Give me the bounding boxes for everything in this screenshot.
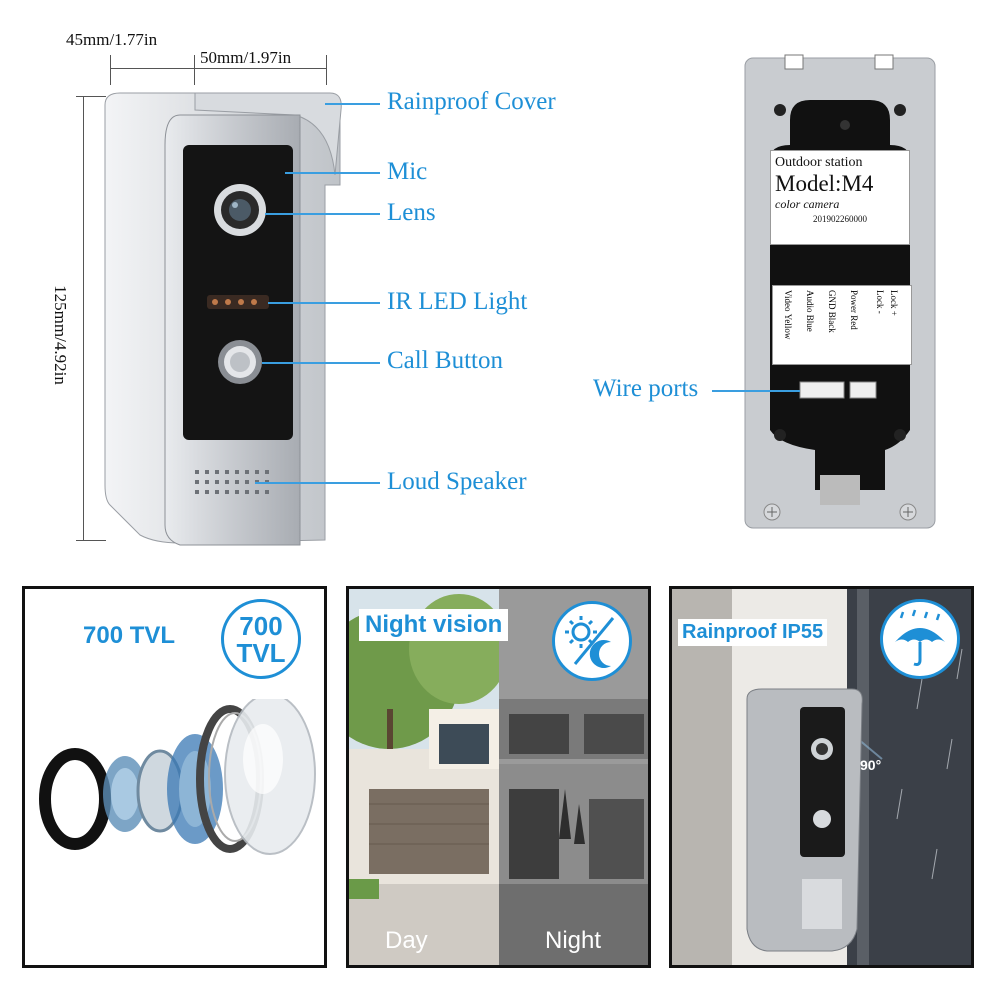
umbrella-rain-icon	[880, 599, 960, 679]
wire-label-gnd: GND	[827, 290, 837, 310]
callout-rainproof-cover: Rainproof Cover	[387, 88, 556, 115]
label-color-camera: color camera	[775, 197, 840, 211]
tvl-badge-number: 700	[239, 611, 283, 641]
callout-wire-ports: Wire ports	[593, 375, 699, 402]
width-dimension: 50mm/1.97in	[200, 48, 292, 67]
panel-resolution: 700 TVL 700 TVL	[22, 586, 327, 968]
day-label: Day	[385, 927, 428, 954]
resolution-title: 700 TVL	[83, 622, 176, 650]
callout-mic: Mic	[387, 158, 428, 185]
dim-line-left	[83, 96, 84, 541]
rain-scene-image	[672, 589, 971, 965]
model-label-plate: Outdoor station Model:M4 color camera 20…	[770, 150, 910, 245]
wire-label-power: Power	[849, 290, 859, 313]
panel-night-vision: Night vision Day Night	[346, 586, 651, 968]
exploded-lens-icon	[39, 699, 316, 855]
wire-label-red: Red	[849, 315, 859, 330]
depth-dimension: 45mm/1.77in	[66, 30, 158, 49]
wire-label-lock-minus: Lock -	[875, 290, 885, 314]
callout-call-button: Call Button	[387, 347, 503, 374]
wire-label-video: Video	[783, 290, 793, 312]
tvl-badge-unit: TVL	[236, 638, 286, 668]
night-vision-title: Night vision	[359, 609, 509, 641]
callout-ir-led: IR LED Light	[387, 288, 528, 315]
wire-label-black: Black	[827, 311, 837, 333]
night-label: Night	[545, 927, 602, 954]
wire-label-yellow: Yellow	[783, 313, 793, 340]
wire-label-lock-plus: Lock +	[889, 290, 899, 316]
height-dimension: 125mm/4.92in	[51, 285, 70, 385]
label-outdoor-station: Outdoor station	[775, 155, 863, 170]
day-scene-image	[349, 589, 499, 965]
wire-label-blue: Blue	[805, 314, 815, 332]
front-view: 45mm/1.77in 50mm/1.97in 125mm/4.92in	[0, 0, 600, 560]
panel-rainproof: Rainproof IP55 90°	[669, 586, 974, 968]
back-view: Outdoor station Model:M4 color camera 20…	[590, 50, 990, 550]
callout-lens: Lens	[387, 199, 436, 226]
day-night-icon	[552, 601, 632, 681]
rainproof-title: Rainproof IP55	[678, 619, 828, 646]
doorbell-front-illustration	[104, 92, 342, 546]
wiring-sticker: Video Yellow Audio Blue GND Black Power …	[772, 285, 912, 365]
angle-label: 90°	[860, 757, 882, 773]
wire-label-audio: Audio	[805, 290, 815, 313]
dim-line-top	[110, 68, 326, 69]
tvl-badge-icon: 700 TVL	[221, 599, 301, 679]
label-model: Model:M4	[775, 171, 874, 196]
label-serial: 201902260000	[813, 214, 867, 224]
callout-loud-speaker: Loud Speaker	[387, 468, 527, 495]
